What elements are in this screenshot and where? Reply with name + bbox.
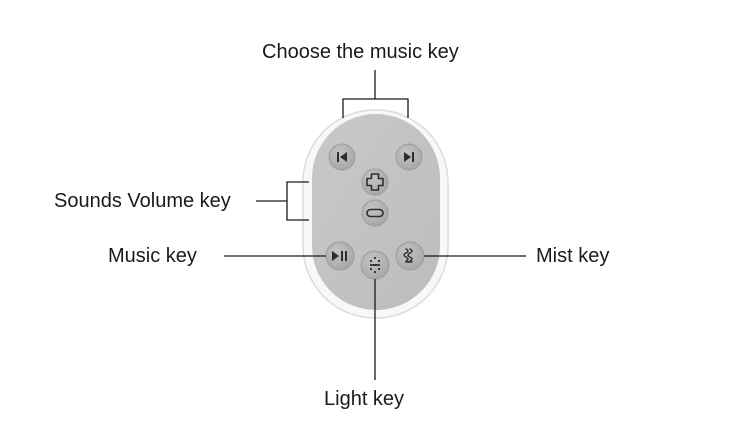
next-track-button[interactable]	[396, 144, 422, 170]
label-music-key: Music key	[108, 246, 197, 266]
volume-down-button[interactable]	[362, 200, 388, 226]
label-light-key: Light key	[324, 389, 404, 409]
label-sounds-volume-key: Sounds Volume key	[54, 191, 231, 211]
prev-track-button[interactable]	[329, 144, 355, 170]
callout-sounds-volume	[256, 182, 309, 220]
light-button[interactable]	[361, 251, 389, 279]
volume-up-button[interactable]	[362, 169, 388, 195]
label-mist-key: Mist key	[536, 246, 609, 266]
label-choose-music-key: Choose the music key	[262, 42, 459, 62]
mist-button[interactable]	[396, 242, 424, 270]
play-pause-button[interactable]	[326, 242, 354, 270]
